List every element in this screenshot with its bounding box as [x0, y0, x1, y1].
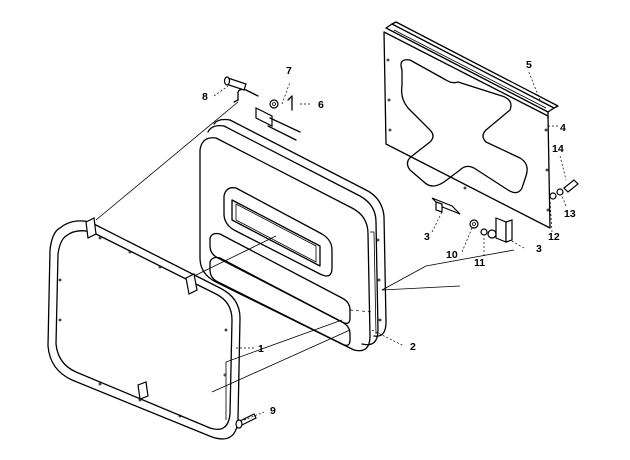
callout-1: 1: [258, 343, 264, 355]
bracket-left: [431, 197, 461, 215]
callout-3-right: 3: [536, 243, 542, 255]
leader-lines: [213, 69, 567, 421]
callout-13: 13: [564, 208, 576, 220]
panel-part: [199, 118, 387, 352]
pin-part: [223, 76, 247, 91]
cover-part: [383, 21, 559, 229]
assembly-guide-lines: [95, 101, 515, 420]
callout-6: 6: [318, 99, 324, 111]
bracket-right: [495, 217, 513, 243]
callout-2: 2: [410, 341, 416, 353]
callout-7: 7: [286, 65, 292, 77]
callout-5: 5: [526, 59, 532, 71]
callout-3-left: 3: [424, 231, 430, 243]
hinge-assembly: [233, 88, 301, 141]
callout-10: 10: [446, 249, 458, 261]
fastener-group: [469, 179, 579, 239]
callout-14: 14: [552, 143, 564, 155]
callout-12: 12: [548, 231, 560, 243]
callouts: 1 2 3 3 4 5 6 7 8 9 10 11 12 13 14: [202, 59, 576, 417]
frame-part: [47, 217, 241, 440]
callout-4: 4: [560, 122, 566, 134]
callout-8: 8: [202, 91, 208, 103]
callout-11: 11: [474, 257, 485, 269]
callout-9: 9: [270, 405, 276, 417]
